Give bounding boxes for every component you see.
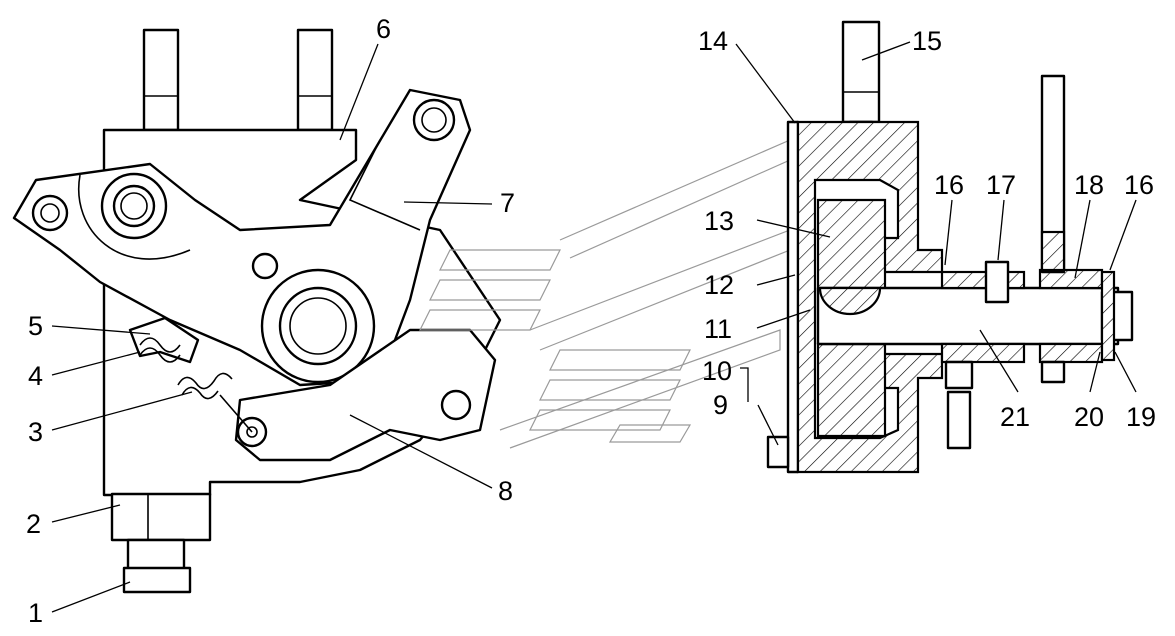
callout-6: 6: [376, 14, 391, 44]
callout-labels: 1 2 3 4 5 6 7 8 9 10 11 12 13 14 15 16 1…: [26, 14, 1156, 628]
housing-section: [796, 120, 944, 474]
plate-14: [786, 120, 800, 474]
rod-right: [1040, 74, 1066, 274]
stud-right: [296, 28, 334, 132]
callout-17: 17: [986, 170, 1016, 200]
washer-19: [1100, 270, 1116, 362]
callout-19: 19: [1126, 402, 1156, 432]
callout-12: 12: [704, 270, 734, 300]
callout-13: 13: [704, 206, 734, 236]
callout-15: 15: [912, 26, 942, 56]
callout-4: 4: [28, 361, 43, 391]
bottom-fitting: [110, 492, 212, 594]
callout-11: 11: [704, 314, 732, 344]
latch-pin: [440, 389, 472, 421]
main-bushing: [260, 268, 376, 384]
callout-16-left: 16: [934, 170, 964, 200]
callout-7: 7: [500, 188, 515, 218]
callout-5: 5: [28, 311, 43, 341]
callout-8: 8: [498, 476, 513, 506]
callout-20: 20: [1074, 402, 1104, 432]
latch-lever: [234, 328, 497, 462]
callout-1: 1: [28, 598, 43, 628]
callout-9: 9: [713, 390, 728, 420]
pivot-hole-top: [412, 98, 456, 142]
callout-2: 2: [26, 509, 41, 539]
spring-assembly: [128, 316, 253, 433]
callout-3: 3: [28, 417, 43, 447]
stud-left: [142, 28, 180, 132]
bushing-upper: [100, 172, 168, 240]
callout-14: 14: [698, 26, 728, 56]
left-view: [12, 28, 502, 594]
watermark-logo: [419, 139, 791, 449]
callout-16-right: 16: [1124, 170, 1154, 200]
small-hole: [251, 252, 279, 280]
bearing-11: [818, 286, 882, 316]
pin-17: [984, 260, 1010, 304]
bolt-9: [766, 435, 790, 469]
callout-10: 10: [702, 356, 732, 386]
pivot-hole-left: [31, 194, 69, 232]
leader-lines: [51, 41, 1137, 613]
callout-21: 21: [1000, 402, 1030, 432]
right-view: [766, 20, 1134, 474]
bush-16-left: [940, 270, 1026, 290]
callout-18: 18: [1074, 170, 1104, 200]
